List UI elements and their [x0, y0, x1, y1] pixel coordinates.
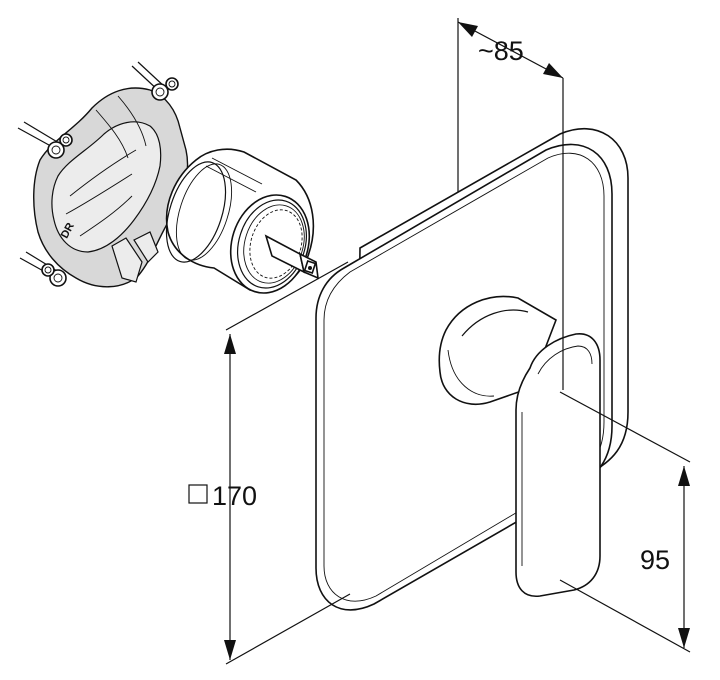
dimension-plate-size-label: 170 — [212, 481, 257, 511]
lever-handle — [438, 295, 601, 597]
handle-lever — [515, 333, 601, 597]
extension-line — [559, 579, 691, 653]
housing-bolt — [151, 83, 169, 101]
housing-bolt — [59, 133, 73, 147]
arrowhead — [678, 628, 690, 648]
arrowhead — [543, 63, 563, 78]
dimension-handle-height: 95 — [559, 391, 691, 653]
rough-in-housing: DR — [17, 61, 189, 288]
dimension-handle-height-label: 95 — [640, 545, 670, 575]
extension-line — [559, 391, 691, 463]
arrowhead — [678, 466, 690, 486]
housing-outlet — [111, 237, 143, 283]
housing-bolt — [165, 77, 179, 91]
dimension-plate-size: 170 — [188, 261, 351, 665]
arrowhead — [224, 334, 236, 354]
arrowhead — [224, 640, 236, 660]
extension-line — [225, 261, 349, 331]
dimension-depth-label: ~85 — [478, 36, 524, 66]
dimension-depth: ~85 — [457, 18, 564, 390]
housing-bolt — [49, 269, 67, 287]
square-symbol-icon — [188, 484, 208, 504]
cartridge — [165, 148, 319, 294]
housing-bolt — [41, 263, 55, 277]
extension-line — [225, 593, 351, 665]
dimension-line — [457, 21, 564, 79]
arrowhead — [458, 22, 478, 37]
housing-bolt — [47, 141, 65, 159]
